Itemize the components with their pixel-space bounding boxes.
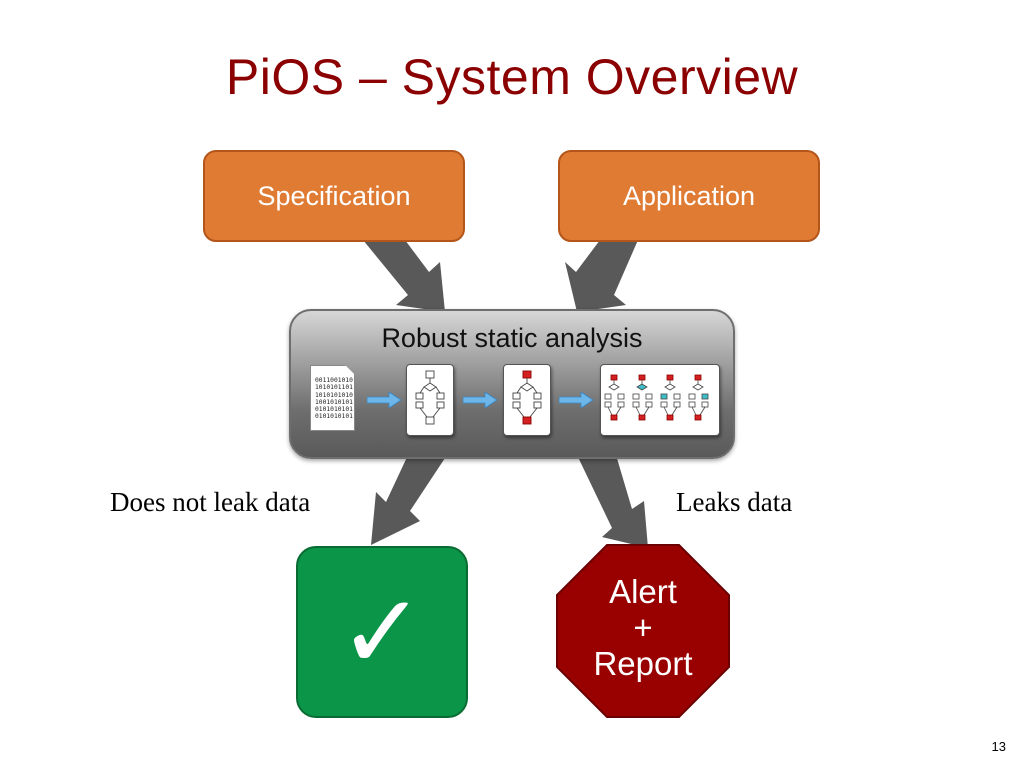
alert-report-text: Alert + Report <box>557 574 729 682</box>
no-leak-label: Does not leak data <box>110 487 311 517</box>
leaks-label: Leaks data <box>676 487 793 517</box>
arrow-app-to-analysis <box>565 240 638 312</box>
arrow-spec-to-analysis <box>363 240 445 312</box>
binary-line: 0101010101 <box>315 406 353 414</box>
arrow-analysis-to-safe <box>371 455 447 545</box>
flow-arrow-icon <box>559 392 593 408</box>
binary-line: 1010101010 <box>315 391 353 399</box>
arrow-analysis-to-alert <box>577 455 648 548</box>
binary-line: 1001010101 <box>315 398 353 406</box>
stop-octagon-icon <box>556 544 730 718</box>
alert-line: Alert <box>609 573 677 610</box>
binary-line: 1010101101 <box>315 384 353 392</box>
binary-document-icon: 0011001010 1010101101 1010101010 1001010… <box>310 365 355 431</box>
slide-title: PiOS – System Overview <box>225 49 799 105</box>
check-icon: ✓ <box>338 571 426 693</box>
flowchart-highlighted-icon <box>503 364 551 436</box>
binary-line: 0101010101 <box>315 413 353 421</box>
flow-arrow-icon <box>367 392 401 408</box>
static-analysis-panel: Robust static analysis 0011001010 101010… <box>289 309 735 459</box>
page-number: 13 <box>991 739 1006 754</box>
alert-line: Report <box>593 645 693 682</box>
specification-box: Specification <box>203 150 465 242</box>
alert-line: + <box>633 609 653 646</box>
flow-arrow-icon <box>463 392 497 408</box>
application-box: Application <box>558 150 820 242</box>
safe-result-box: ✓ <box>296 546 468 718</box>
flowchart-icon <box>406 364 454 436</box>
flowchart-set-icon <box>600 364 720 436</box>
analysis-label: Robust static analysis <box>381 323 643 353</box>
binary-line: 0011001010 <box>315 377 353 384</box>
